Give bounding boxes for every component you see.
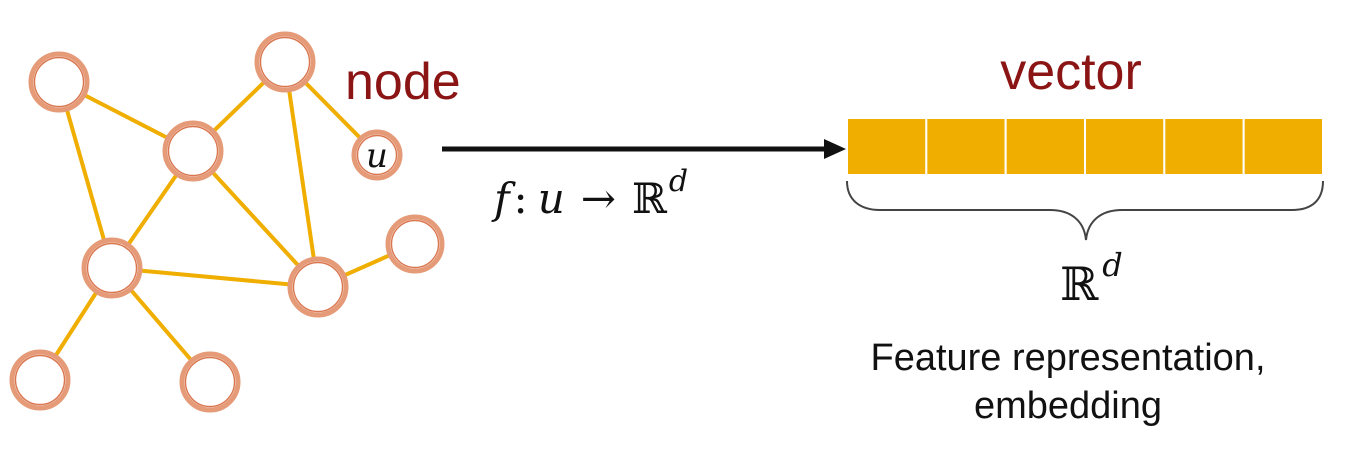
formula-f: f (491, 174, 516, 223)
vector-cell (1084, 117, 1166, 176)
graph-node (81, 237, 143, 299)
formula-arrow: → (581, 174, 616, 223)
graph-node (162, 120, 224, 182)
vector-cell (846, 117, 928, 176)
graph-node (254, 31, 316, 93)
formula-space: ℝ (632, 174, 668, 223)
mapping-arrow (442, 139, 846, 159)
mapping-formula: f:u → ℝd (491, 164, 688, 223)
vector-label: vector (1000, 43, 1142, 101)
graph-node (179, 351, 241, 413)
graph-node (9, 349, 71, 411)
edge-n1-n5 (57, 80, 114, 270)
edge-n4-n6 (191, 149, 320, 289)
edge-n5-n6 (110, 266, 320, 289)
graph-nodes: u (9, 31, 445, 413)
vector-cell (1004, 117, 1086, 176)
formula-exponent: d (669, 164, 688, 199)
node-u-symbol: u (366, 136, 388, 176)
caption-line-2: embedding (974, 385, 1162, 427)
graph-node (287, 256, 349, 318)
vector-space-symbol: ℝ (1060, 257, 1099, 311)
embedding-vector (846, 117, 1325, 176)
graph-node (28, 51, 90, 113)
vector-cell (1242, 117, 1325, 176)
vector-cell (925, 117, 1007, 176)
graph-node-u: u (351, 129, 403, 181)
brace-icon (846, 180, 1324, 241)
vector-cell (1163, 117, 1245, 176)
edge-n2-n6 (283, 60, 320, 289)
graph-node (385, 214, 445, 274)
formula-u: u (538, 174, 565, 223)
vector-space-exponent: d (1102, 246, 1122, 284)
caption-line-1: Feature representation, (870, 337, 1265, 379)
formula-colon: : (514, 174, 528, 223)
node-label: node (345, 53, 461, 111)
